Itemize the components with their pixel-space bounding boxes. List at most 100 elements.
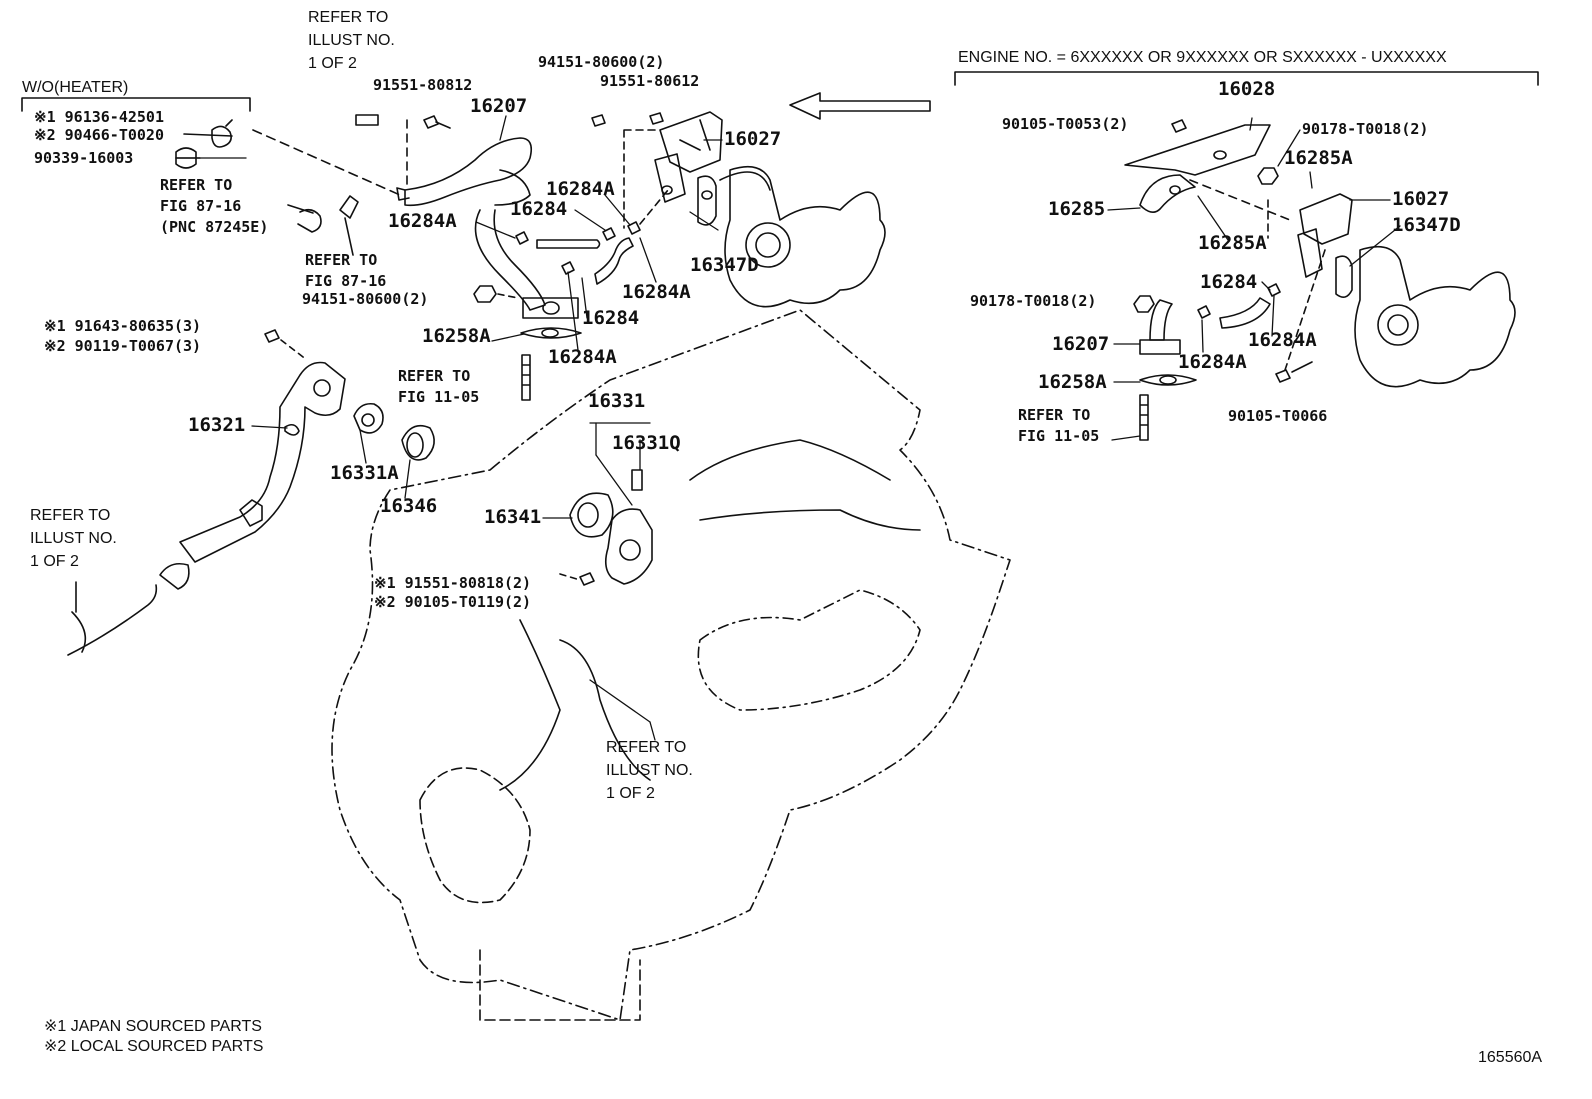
part-16346[interactable]: 16346: [380, 495, 438, 517]
gasket-16347D: [697, 175, 717, 226]
part-16284A-top-b[interactable]: 16284A: [388, 210, 457, 232]
pipe-16285: [1139, 174, 1196, 213]
nut-icon: [473, 285, 497, 303]
gasket-16258A: [520, 327, 582, 339]
figure-id: 165560A: [1478, 1049, 1543, 1066]
part-16341[interactable]: 16341: [484, 506, 542, 528]
refer-fig-87-16-line1: REFER TO: [160, 176, 233, 194]
pipe-16207-right: [1149, 299, 1173, 341]
nut-icon: [1133, 295, 1155, 313]
part-16321[interactable]: 16321: [188, 414, 246, 436]
refer-fig-87-16b-line2[interactable]: FIG 87-16: [305, 272, 387, 290]
gasket-16347D-right: [1335, 255, 1353, 298]
part-90105-T0053[interactable]: 90105-T0053(2): [1002, 115, 1129, 133]
part-16284A-top-c[interactable]: 16284A: [622, 281, 691, 303]
part-94151-80600-mid[interactable]: 94151-80600(2): [302, 290, 429, 308]
refer-illust-left-line3[interactable]: 1 OF 2: [30, 553, 79, 570]
part-90105-T0119[interactable]: ※2 90105-T0119(2): [374, 593, 532, 611]
part-16284-top-a[interactable]: 16284: [510, 198, 568, 220]
refer-illust-top-line2[interactable]: ILLUST NO.: [308, 32, 395, 49]
engine-no-bracket: [954, 71, 1539, 86]
bolt-icon: [579, 572, 595, 586]
clamp-icon: [561, 261, 575, 275]
refer-fig-11-05-right-line2[interactable]: FIG 11-05: [1018, 427, 1100, 445]
bracket-16027-right: [1299, 193, 1353, 245]
clamp-icon: [627, 221, 641, 235]
part-16284A-right-a[interactable]: 16284A: [1248, 329, 1317, 351]
refer-fig-11-05-line2[interactable]: FIG 11-05: [398, 388, 480, 406]
refer-fig-11-05-line1: REFER TO: [398, 367, 471, 385]
refer-illust-center-line3[interactable]: 1 OF 2: [606, 785, 655, 802]
part-90105-T0066[interactable]: 90105-T0066: [1228, 407, 1328, 425]
part-16331A[interactable]: 16331A: [330, 462, 399, 484]
refer-illust-top-line3[interactable]: 1 OF 2: [308, 55, 357, 72]
footnote-japan-sourced: ※1 JAPAN SOURCED PARTS: [44, 1018, 262, 1035]
gasket-16258A-right: [1139, 374, 1197, 386]
part-16284-right[interactable]: 16284: [1200, 271, 1258, 293]
part-16207-right[interactable]: 16207: [1052, 333, 1110, 355]
stud-icon: [521, 354, 531, 401]
leader-lines: [175, 115, 1401, 741]
part-16284-top-b[interactable]: 16284: [582, 307, 640, 329]
part-16284A-right-b[interactable]: 16284A: [1178, 351, 1247, 373]
bypass-pipe-16207: [404, 137, 533, 207]
part-91643-80635[interactable]: ※1 91643-80635(3): [44, 317, 202, 335]
bolt-icon: [1171, 119, 1187, 133]
part-16028[interactable]: 16028: [1218, 78, 1276, 100]
refer-fig-11-05-right-line1: REFER TO: [1018, 406, 1091, 424]
part-16285A-right-a[interactable]: 16285A: [1284, 147, 1353, 169]
refer-illust-top-line1: REFER TO: [308, 9, 389, 26]
part-16207[interactable]: 16207: [470, 95, 528, 117]
refer-illust-center-line2[interactable]: ILLUST NO.: [606, 762, 693, 779]
gasket-16341: [569, 492, 614, 538]
part-16347D-top[interactable]: 16347D: [690, 254, 759, 276]
water-outlet-16321: [179, 361, 346, 563]
clamp-icon: [602, 227, 616, 241]
part-16027-right[interactable]: 16027: [1392, 188, 1450, 210]
hose-16284: [536, 239, 601, 249]
part-90339-16003[interactable]: 90339-16003: [34, 149, 134, 167]
part-16284A-top-a[interactable]: 16284A: [546, 178, 615, 200]
part-90178-T0018-mid[interactable]: 90178-T0018(2): [970, 292, 1097, 310]
refer-illust-left-line1: REFER TO: [30, 507, 111, 524]
part-91551-80612[interactable]: 91551-80612: [600, 72, 700, 90]
part-90178-T0018-top[interactable]: 90178-T0018(2): [1302, 120, 1429, 138]
housing-16331: [604, 508, 653, 585]
bolt-icon: [649, 112, 664, 125]
part-16258A-right[interactable]: 16258A: [1038, 371, 1107, 393]
part-16258A-top[interactable]: 16258A: [422, 325, 491, 347]
refer-pnc-87245e[interactable]: (PNC 87245E): [160, 218, 269, 236]
part-16027-top[interactable]: 16027: [724, 128, 782, 150]
sensor-16331Q: [631, 469, 643, 491]
part-96136-42501[interactable]: ※1 96136-42501: [34, 108, 164, 126]
hose-16284-right: [1219, 297, 1271, 329]
part-94151-80600-top[interactable]: 94151-80600(2): [538, 53, 665, 71]
bolt-icon: [1275, 369, 1291, 383]
part-16347D-right[interactable]: 16347D: [1392, 214, 1461, 236]
nut-icon: [1257, 167, 1279, 185]
refer-fig-87-16-line2[interactable]: FIG 87-16: [160, 197, 242, 215]
engine-block: [331, 309, 1011, 1021]
heat-shield-16028: [1124, 124, 1271, 176]
arrow-icon: [789, 92, 931, 120]
bolt-icon: [423, 115, 451, 129]
clamp-icon: [1197, 305, 1211, 319]
cap-icon: [175, 147, 197, 169]
part-91551-80818[interactable]: ※1 91551-80818(2): [374, 574, 532, 592]
part-16331Q[interactable]: 16331Q: [612, 432, 681, 454]
refer-illust-left-line2[interactable]: ILLUST NO.: [30, 530, 117, 547]
dashed-route-1: [252, 129, 401, 196]
part-90466-T0020[interactable]: ※2 90466-T0020: [34, 126, 164, 144]
part-91551-80812[interactable]: 91551-80812: [373, 76, 473, 94]
part-16285[interactable]: 16285: [1048, 198, 1106, 220]
part-16331[interactable]: 16331: [588, 390, 646, 412]
refer-fig-87-16b-line1: REFER TO: [305, 251, 378, 269]
part-90119-T0067[interactable]: ※2 90119-T0067(3): [44, 337, 202, 355]
bolt-icon: [591, 114, 606, 127]
part-16285A-right-b[interactable]: 16285A: [1198, 232, 1267, 254]
large-hose: [67, 584, 158, 656]
bracket-16027: [659, 111, 723, 173]
stud-icon: [1139, 394, 1149, 441]
part-16284A-top-d[interactable]: 16284A: [548, 346, 617, 368]
